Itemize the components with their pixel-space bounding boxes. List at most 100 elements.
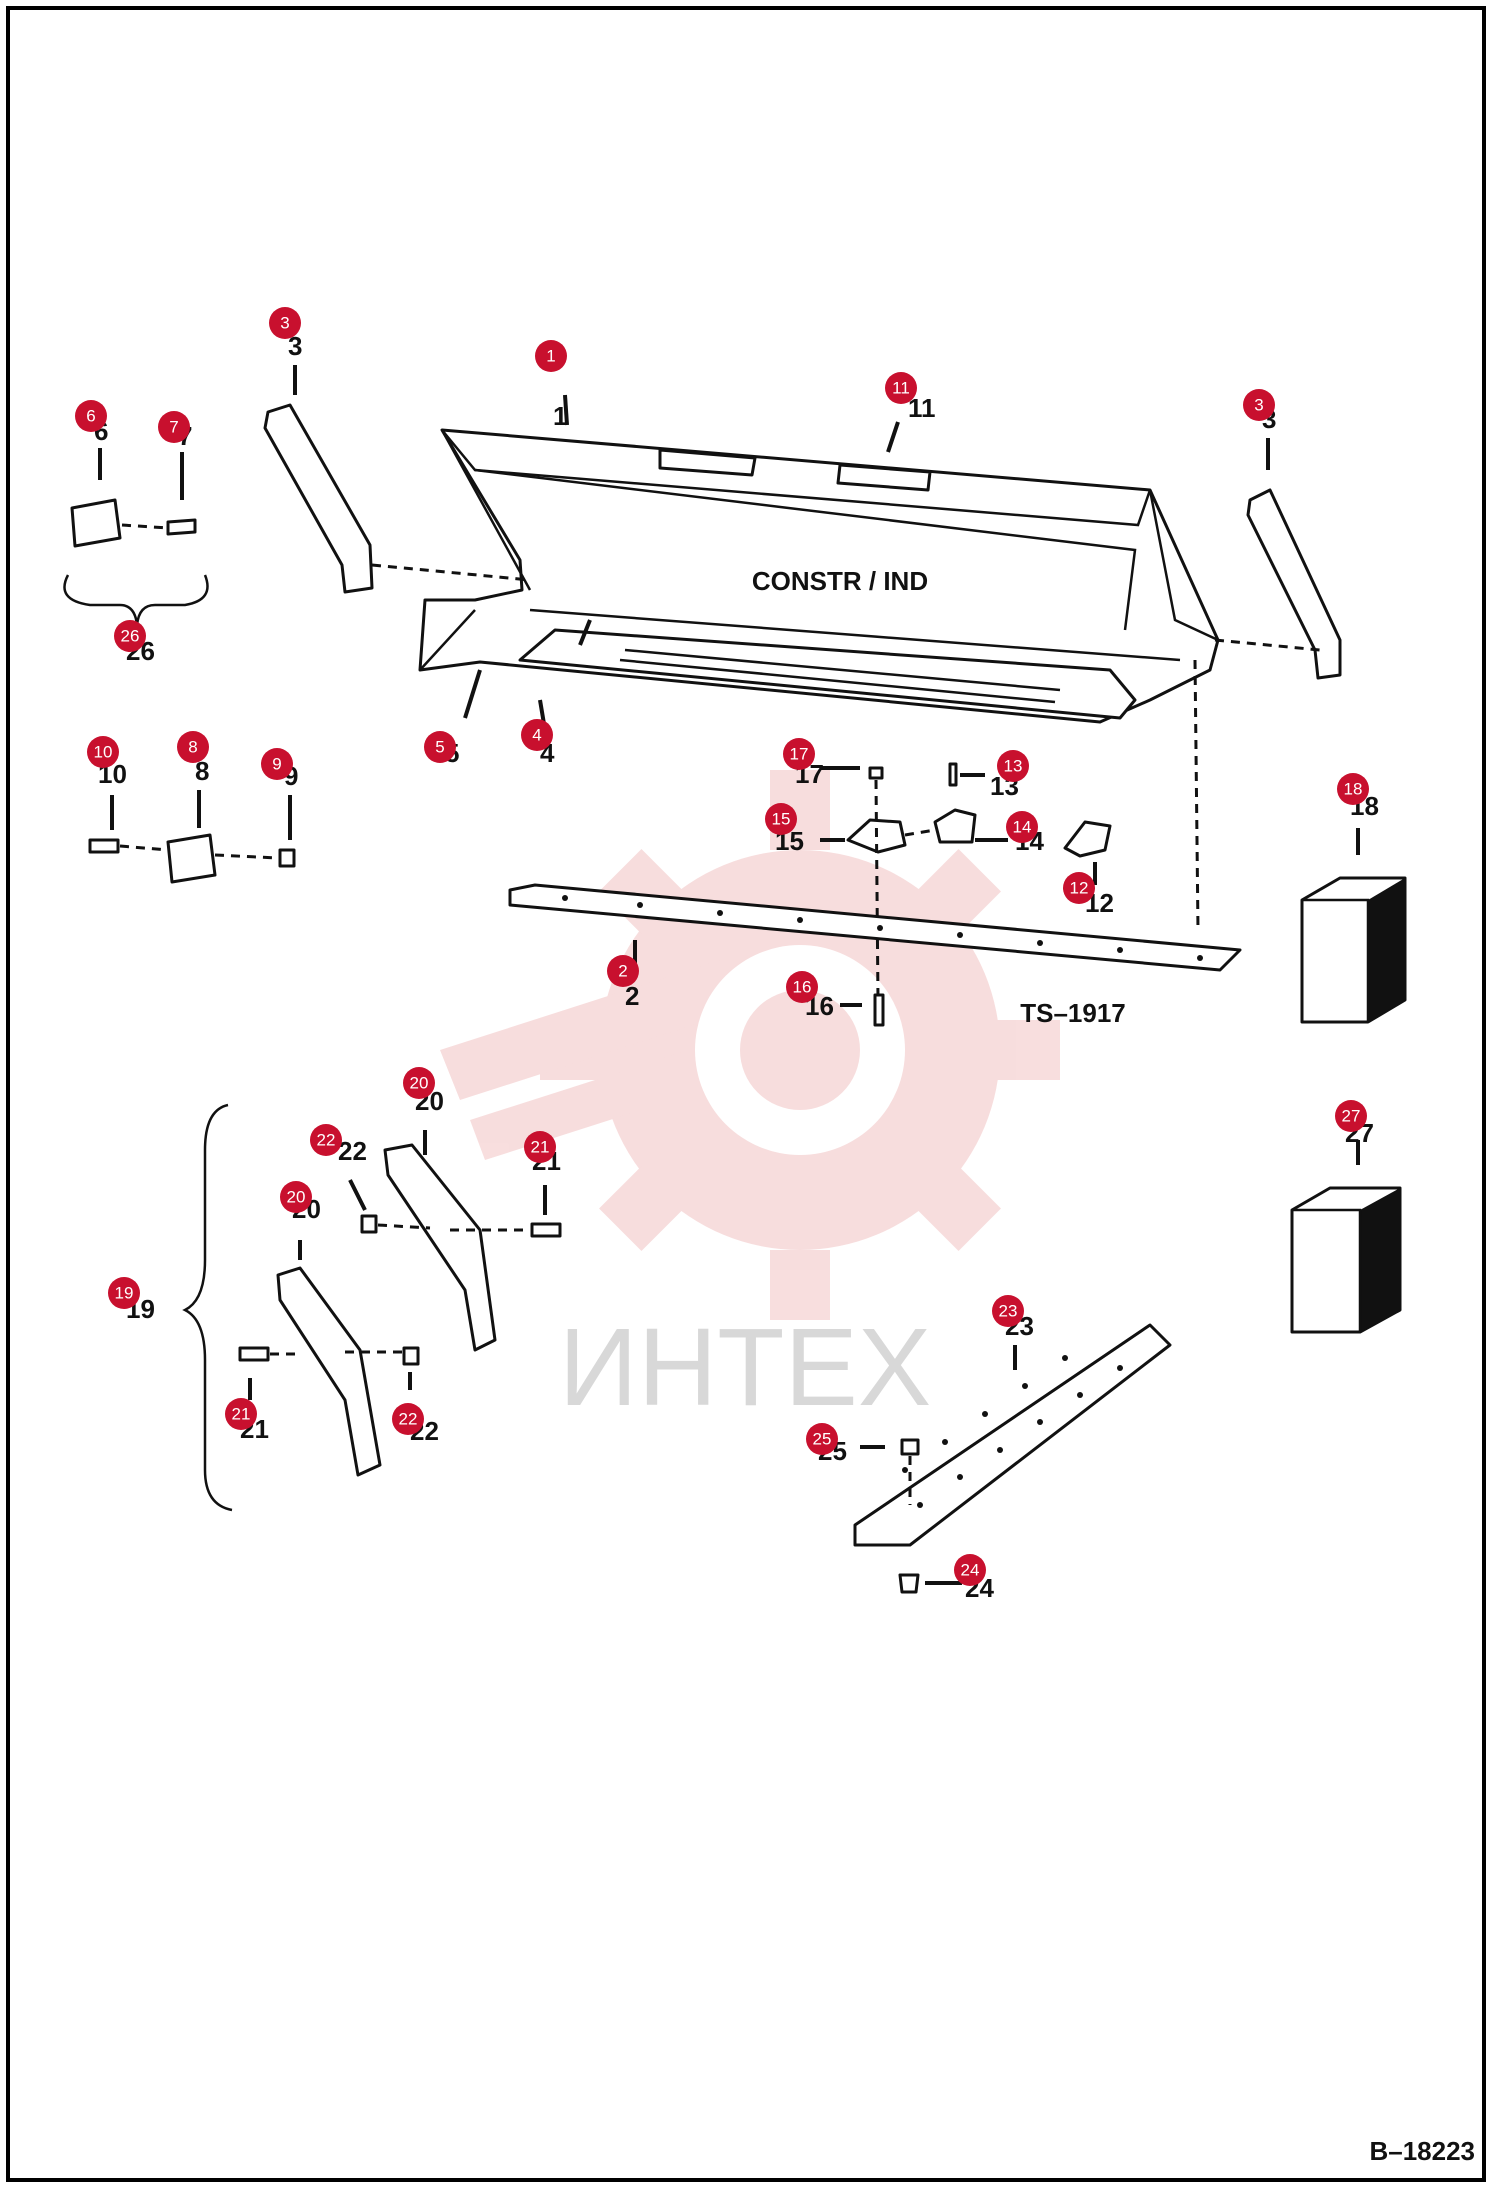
svg-text:3: 3 bbox=[288, 331, 302, 361]
bolt-24 bbox=[898, 1573, 920, 1594]
bracket-20-upper bbox=[383, 1143, 497, 1352]
svg-text:21: 21 bbox=[531, 1138, 550, 1157]
svg-text:11: 11 bbox=[892, 379, 910, 398]
bolt-10 bbox=[88, 838, 120, 854]
callout-9: 9 bbox=[261, 748, 293, 780]
adapter-14 bbox=[933, 808, 977, 844]
cutting-edge-2 bbox=[508, 883, 1242, 972]
bolt-16 bbox=[873, 993, 885, 1027]
callout-5: 5 bbox=[424, 731, 456, 763]
svg-text:6: 6 bbox=[86, 407, 95, 426]
svg-text:21: 21 bbox=[232, 1405, 251, 1424]
svg-text:3: 3 bbox=[280, 314, 289, 333]
kit-box-18 bbox=[1300, 876, 1407, 1024]
svg-text:7: 7 bbox=[169, 418, 178, 437]
callout-12: 12 bbox=[1063, 872, 1095, 904]
callout-23: 23 bbox=[992, 1295, 1024, 1327]
svg-text:8: 8 bbox=[195, 756, 209, 786]
callout-3-right: 3 bbox=[1243, 389, 1275, 421]
nut-9 bbox=[278, 848, 296, 868]
svg-text:2: 2 bbox=[625, 981, 639, 1011]
svg-text:15: 15 bbox=[772, 810, 791, 829]
svg-text:16: 16 bbox=[793, 978, 812, 997]
nut-17 bbox=[868, 766, 884, 780]
svg-text:3: 3 bbox=[1254, 396, 1263, 415]
pin-13 bbox=[948, 762, 958, 787]
callout-14: 14 bbox=[1006, 811, 1038, 843]
callout-4: 4 bbox=[521, 719, 553, 751]
figure-id: B–18223 bbox=[1369, 2136, 1475, 2166]
callout-17: 17 bbox=[783, 738, 815, 770]
svg-text:14: 14 bbox=[1013, 818, 1032, 837]
plate-6 bbox=[70, 498, 122, 548]
svg-text:2: 2 bbox=[618, 962, 627, 981]
callout-15: 15 bbox=[765, 803, 797, 835]
svg-text:27: 27 bbox=[1342, 1107, 1361, 1126]
callout-2: 2 bbox=[607, 955, 639, 987]
callout-20-upper: 20 bbox=[403, 1067, 435, 1099]
bucket bbox=[418, 428, 1220, 724]
bracket-20-lower bbox=[276, 1266, 382, 1477]
svg-text:22: 22 bbox=[317, 1131, 336, 1150]
side-wear-strip-left bbox=[263, 403, 374, 594]
tooth-12 bbox=[1063, 820, 1112, 858]
callout-6: 6 bbox=[75, 400, 107, 432]
bolt-21-lower bbox=[238, 1346, 270, 1362]
callout-7: 7 bbox=[158, 411, 190, 443]
bracket-26 bbox=[63, 574, 209, 626]
bucket-label: CONSTR / IND bbox=[752, 566, 928, 596]
svg-text:17: 17 bbox=[790, 745, 809, 764]
callout-13: 13 bbox=[997, 750, 1029, 782]
bolt-7 bbox=[166, 518, 197, 536]
svg-text:8: 8 bbox=[188, 738, 197, 757]
kit-box-27 bbox=[1290, 1186, 1402, 1334]
svg-text:19: 19 bbox=[115, 1284, 134, 1303]
svg-text:4: 4 bbox=[532, 726, 541, 745]
svg-text:20: 20 bbox=[287, 1188, 306, 1207]
part-number-label: TS–1917 bbox=[1020, 998, 1126, 1028]
callout-20-lower: 20 bbox=[280, 1181, 312, 1213]
watermark-text: ИНТЕХ bbox=[559, 1306, 931, 1429]
callout-18: 18 bbox=[1337, 773, 1369, 805]
callout-19: 19 bbox=[108, 1277, 140, 1309]
callout-1: 1 bbox=[535, 340, 567, 372]
svg-text:18: 18 bbox=[1344, 780, 1363, 799]
svg-text:20: 20 bbox=[410, 1074, 429, 1093]
nut-22-upper bbox=[360, 1214, 378, 1234]
callout-8: 8 bbox=[177, 731, 209, 763]
svg-text:23: 23 bbox=[999, 1302, 1018, 1321]
svg-text:22: 22 bbox=[338, 1136, 367, 1166]
callout-22-lower: 22 bbox=[392, 1403, 424, 1435]
watermark-logo bbox=[440, 770, 1060, 1320]
nut-25 bbox=[900, 1438, 920, 1456]
callout-21-upper: 21 bbox=[524, 1131, 556, 1163]
svg-text:1: 1 bbox=[553, 401, 567, 431]
callout-25: 25 bbox=[806, 1423, 838, 1455]
callout-3-left: 3 bbox=[269, 307, 301, 339]
svg-text:13: 13 bbox=[1004, 757, 1023, 776]
callout-16: 16 bbox=[786, 971, 818, 1003]
svg-text:22: 22 bbox=[399, 1410, 418, 1429]
callout-markers: 1 2 3 3 4 5 6 7 8 9 10 11 12 13 14 15 16… bbox=[75, 307, 1369, 1586]
plate-8 bbox=[166, 833, 217, 884]
callout-11: 11 bbox=[885, 372, 917, 404]
callout-27: 27 bbox=[1335, 1100, 1367, 1132]
callout-21-lower: 21 bbox=[225, 1398, 257, 1430]
svg-text:5: 5 bbox=[435, 738, 444, 757]
svg-text:1: 1 bbox=[546, 347, 555, 366]
svg-text:24: 24 bbox=[961, 1561, 980, 1580]
svg-text:26: 26 bbox=[121, 627, 140, 646]
bolt-21-upper bbox=[530, 1222, 562, 1238]
svg-text:25: 25 bbox=[813, 1430, 832, 1449]
svg-text:9: 9 bbox=[272, 755, 281, 774]
callout-26: 26 bbox=[114, 620, 146, 652]
callout-10: 10 bbox=[87, 736, 119, 768]
svg-text:10: 10 bbox=[94, 743, 113, 762]
callout-24: 24 bbox=[954, 1554, 986, 1586]
nut-22-lower bbox=[402, 1346, 420, 1366]
svg-text:12: 12 bbox=[1070, 879, 1089, 898]
brace-19 bbox=[182, 1103, 233, 1512]
callout-22-upper: 22 bbox=[310, 1124, 342, 1156]
side-wear-strip-right bbox=[1246, 488, 1342, 680]
